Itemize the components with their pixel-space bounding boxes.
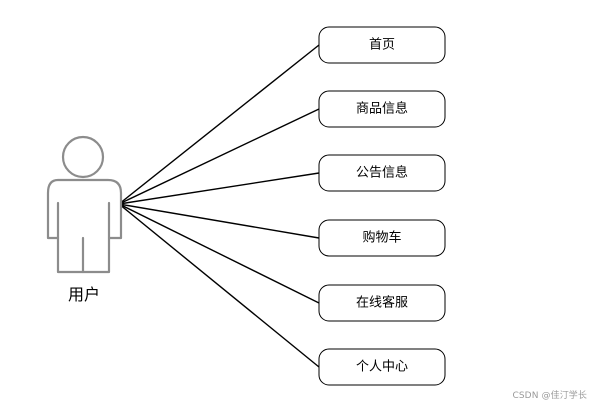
- association-line-1: [118, 44, 320, 205]
- use-case-5: 在线客服: [318, 284, 446, 322]
- actor-user: 用户: [46, 135, 123, 304]
- use-case-label-3: 公告信息: [356, 165, 408, 181]
- use-case-box-5: [318, 284, 446, 322]
- association-line-3: [118, 172, 320, 205]
- actor-body: [46, 178, 123, 274]
- use-case-label-6: 个人中心: [356, 360, 408, 375]
- use-case-3: 公告信息: [318, 154, 446, 192]
- use-case-6: 个人中心: [318, 348, 446, 386]
- use-case-label-4: 购物车: [362, 230, 401, 246]
- association-line-5: [118, 203, 320, 304]
- use-case-label-2: 商品信息: [356, 101, 408, 117]
- use-case-label-1: 首页: [369, 38, 395, 53]
- use-case-box-1: [318, 26, 446, 64]
- association-line-2: [118, 108, 320, 205]
- actor-head: [61, 135, 105, 179]
- use-case-box-4: [318, 219, 446, 257]
- use-case-4: 购物车: [318, 219, 446, 257]
- actor-label: 用户: [68, 285, 100, 304]
- use-case-box-2: [318, 90, 446, 128]
- use-case-box-3: [318, 154, 446, 192]
- association-lines: [118, 44, 320, 368]
- use-case-2: 商品信息: [318, 90, 446, 128]
- use-case-1: 首页: [318, 26, 446, 64]
- association-line-4: [118, 203, 320, 239]
- use-case-label-5: 在线客服: [356, 295, 408, 311]
- use-case-box-6: [318, 348, 446, 386]
- association-line-6: [118, 203, 320, 368]
- watermark-text: CSDN @佳汀学长: [512, 391, 587, 401]
